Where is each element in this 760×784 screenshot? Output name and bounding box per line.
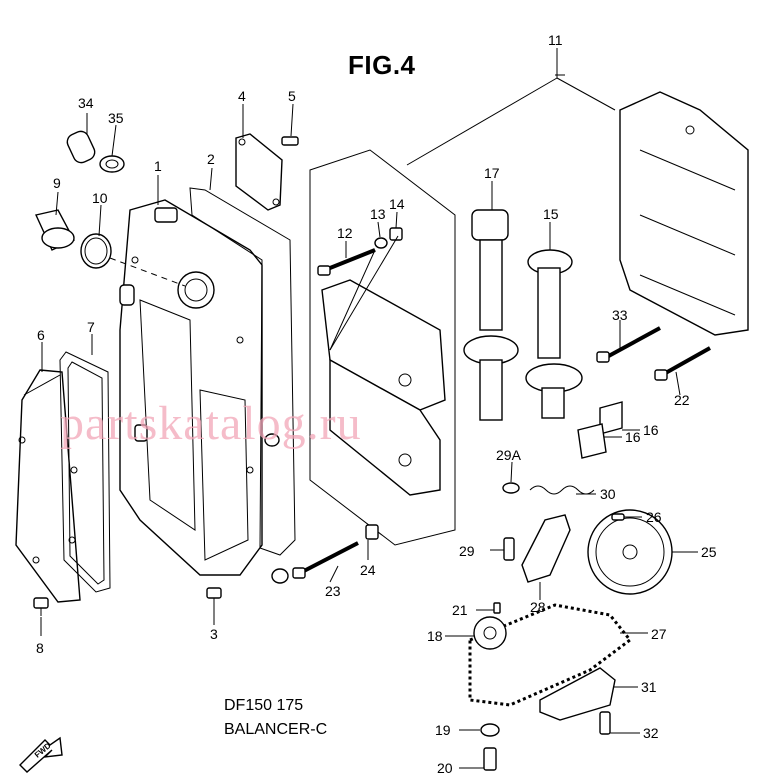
callout-4: 4: [238, 88, 246, 104]
callout-29: 29: [459, 543, 475, 559]
callout-30: 30: [600, 486, 616, 502]
callout-29a: 29A: [496, 447, 522, 463]
callout-17: 17: [484, 165, 500, 181]
chain-27-part: [468, 603, 633, 707]
callout-28: 28: [530, 599, 546, 615]
callout-20: 20: [437, 760, 453, 776]
bolt-33-part: [596, 326, 661, 363]
plug-left-parts: [264, 433, 289, 584]
dowel-24-part: [365, 524, 379, 540]
model-label: DF150 175: [224, 697, 304, 714]
bolt-22-part: [654, 346, 711, 381]
callout-6: 6: [37, 327, 45, 343]
callout-14: 14: [389, 196, 405, 212]
o-ring-part: [80, 233, 112, 269]
bearing-16-part: [577, 401, 623, 459]
callout-19: 19: [435, 722, 451, 738]
washer-19-part: [480, 723, 500, 737]
balancer-bearing-housing-part: [321, 279, 446, 496]
bolt-23-part: [292, 541, 359, 579]
bolt-8-part: [33, 597, 49, 616]
callout-3: 3: [210, 626, 218, 642]
balancer-housing-part: [119, 199, 263, 576]
callout-32: 32: [643, 725, 659, 741]
cover-gasket-part: [59, 351, 111, 593]
figure-title: FIG.4: [348, 50, 416, 80]
plug-cap-part: [66, 130, 96, 164]
callout-9: 9: [53, 175, 61, 191]
callout-26: 26: [646, 509, 662, 525]
callout-8: 8: [36, 640, 44, 656]
callout-12: 12: [337, 225, 353, 241]
callout-1: 1: [154, 158, 162, 174]
callout-10: 10: [92, 190, 108, 206]
inset-frame: [309, 149, 456, 546]
callout-34: 34: [78, 95, 94, 111]
bolt-3-part: [206, 587, 222, 606]
bolt-12-part: [317, 248, 376, 276]
tensioner-arm-28-part: [521, 514, 571, 583]
small-bolt-part: [281, 136, 299, 146]
callout-33: 33: [612, 307, 628, 323]
callout-13: 13: [370, 206, 386, 222]
callout-11: 11: [548, 32, 563, 48]
small-cover-part: [235, 133, 283, 211]
callout-labels: 1 2 3 4 5 6 7 8 9 10 11 12 13 14 15 16 1…: [36, 32, 717, 776]
callout-31: 31: [641, 679, 657, 695]
callout-15: 15: [543, 206, 559, 222]
callout-23: 23: [325, 583, 341, 599]
leader-lines: [40, 48, 698, 769]
balancer-shaft-17-part: [463, 209, 519, 421]
balancer-shaft-15-part: [525, 249, 583, 419]
washer-29a-part: [502, 482, 520, 494]
fwd-arrow-icon: [19, 736, 63, 773]
sprocket-18-part: [473, 616, 507, 650]
callout-16-lower: 16: [625, 429, 641, 445]
spring-30-part: [529, 485, 595, 495]
callout-18: 18: [427, 628, 443, 644]
pin-21-part: [493, 602, 501, 614]
callout-27: 27: [651, 626, 667, 642]
callout-25: 25: [701, 544, 717, 560]
pin-29-part: [503, 537, 515, 561]
callout-16-upper: 16: [643, 422, 659, 438]
callout-2: 2: [207, 151, 215, 167]
callout-5: 5: [288, 88, 296, 104]
bushing-14-part: [389, 227, 403, 241]
bolt-20-part: [483, 747, 497, 771]
chain-guide-31-part: [539, 667, 616, 721]
callout-21: 21: [452, 602, 468, 618]
washer-13-part: [374, 237, 388, 249]
callout-7: 7: [87, 319, 95, 335]
pin-26-part: [611, 513, 625, 521]
callout-22: 22: [674, 392, 690, 408]
oil-filler-cap-part: [35, 209, 75, 251]
section-label: BALANCER-C: [224, 721, 328, 738]
watermark-text: partskatalog.ru: [60, 397, 362, 450]
callout-24: 24: [360, 562, 376, 578]
upper-balancer-housing-part: [619, 91, 749, 336]
bolt-32-part: [599, 711, 611, 735]
callout-35: 35: [108, 110, 124, 126]
housing-gasket-part: [189, 187, 296, 556]
clamp-part: [99, 155, 125, 173]
